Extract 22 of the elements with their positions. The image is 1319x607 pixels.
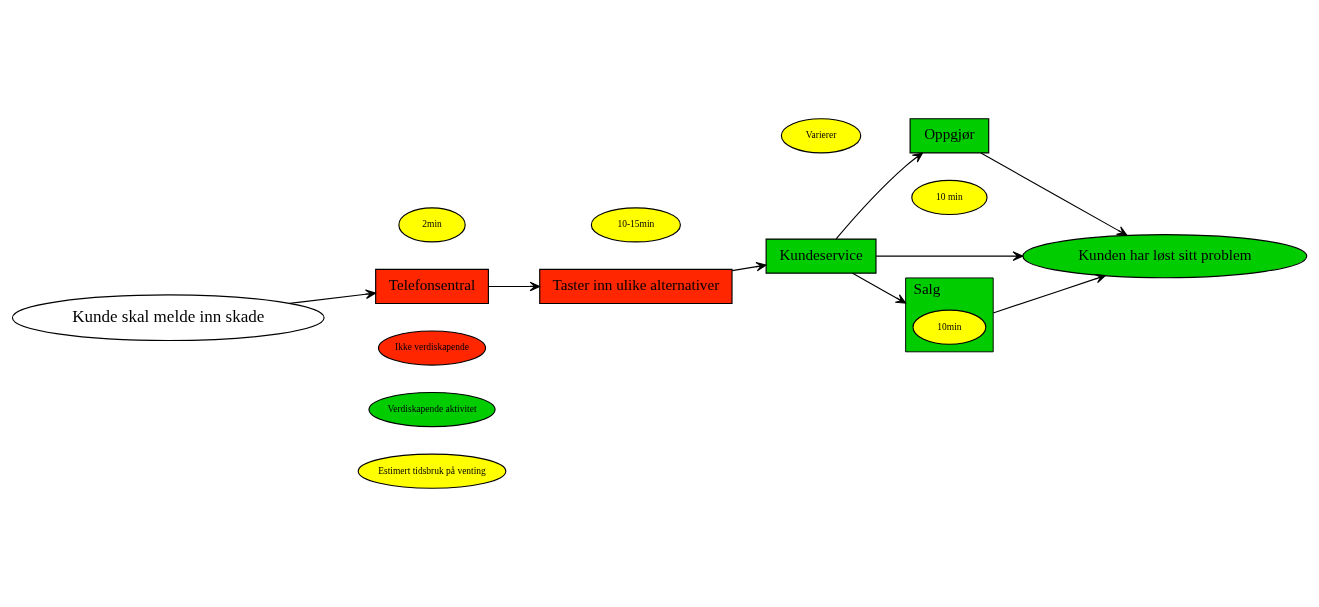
arrow [992,274,1106,314]
legend-label: Estimert tidsbruk på venting [378,465,486,476]
arrow [289,289,377,304]
node-ellipse: Varierer [780,118,862,154]
node-box: Taster inn ulike alternativer [539,268,733,305]
arrow [980,152,1128,236]
node-ellipse: Kunde skal melde inn skade [11,294,325,342]
node-ellipse: 10min [912,309,987,345]
node-box: Telefonsentral [375,268,489,305]
node-box: Oppgjør [909,118,990,154]
node-box: Kundeservice [765,238,877,274]
arrow [835,152,923,240]
node-ellipse: 10 min [911,179,988,216]
arrow [852,272,907,304]
arrow [731,261,767,272]
arrow [487,281,541,292]
legend-label: Verdiskapende aktivitet [387,403,477,414]
node-ellipse: Kunden har løst sitt problem [1022,234,1308,279]
node-ellipse: 2min [398,207,466,243]
legend-label: Ikke verdiskapende [395,342,469,353]
arrow [875,251,1024,261]
node-ellipse: 10-15min [590,207,681,243]
